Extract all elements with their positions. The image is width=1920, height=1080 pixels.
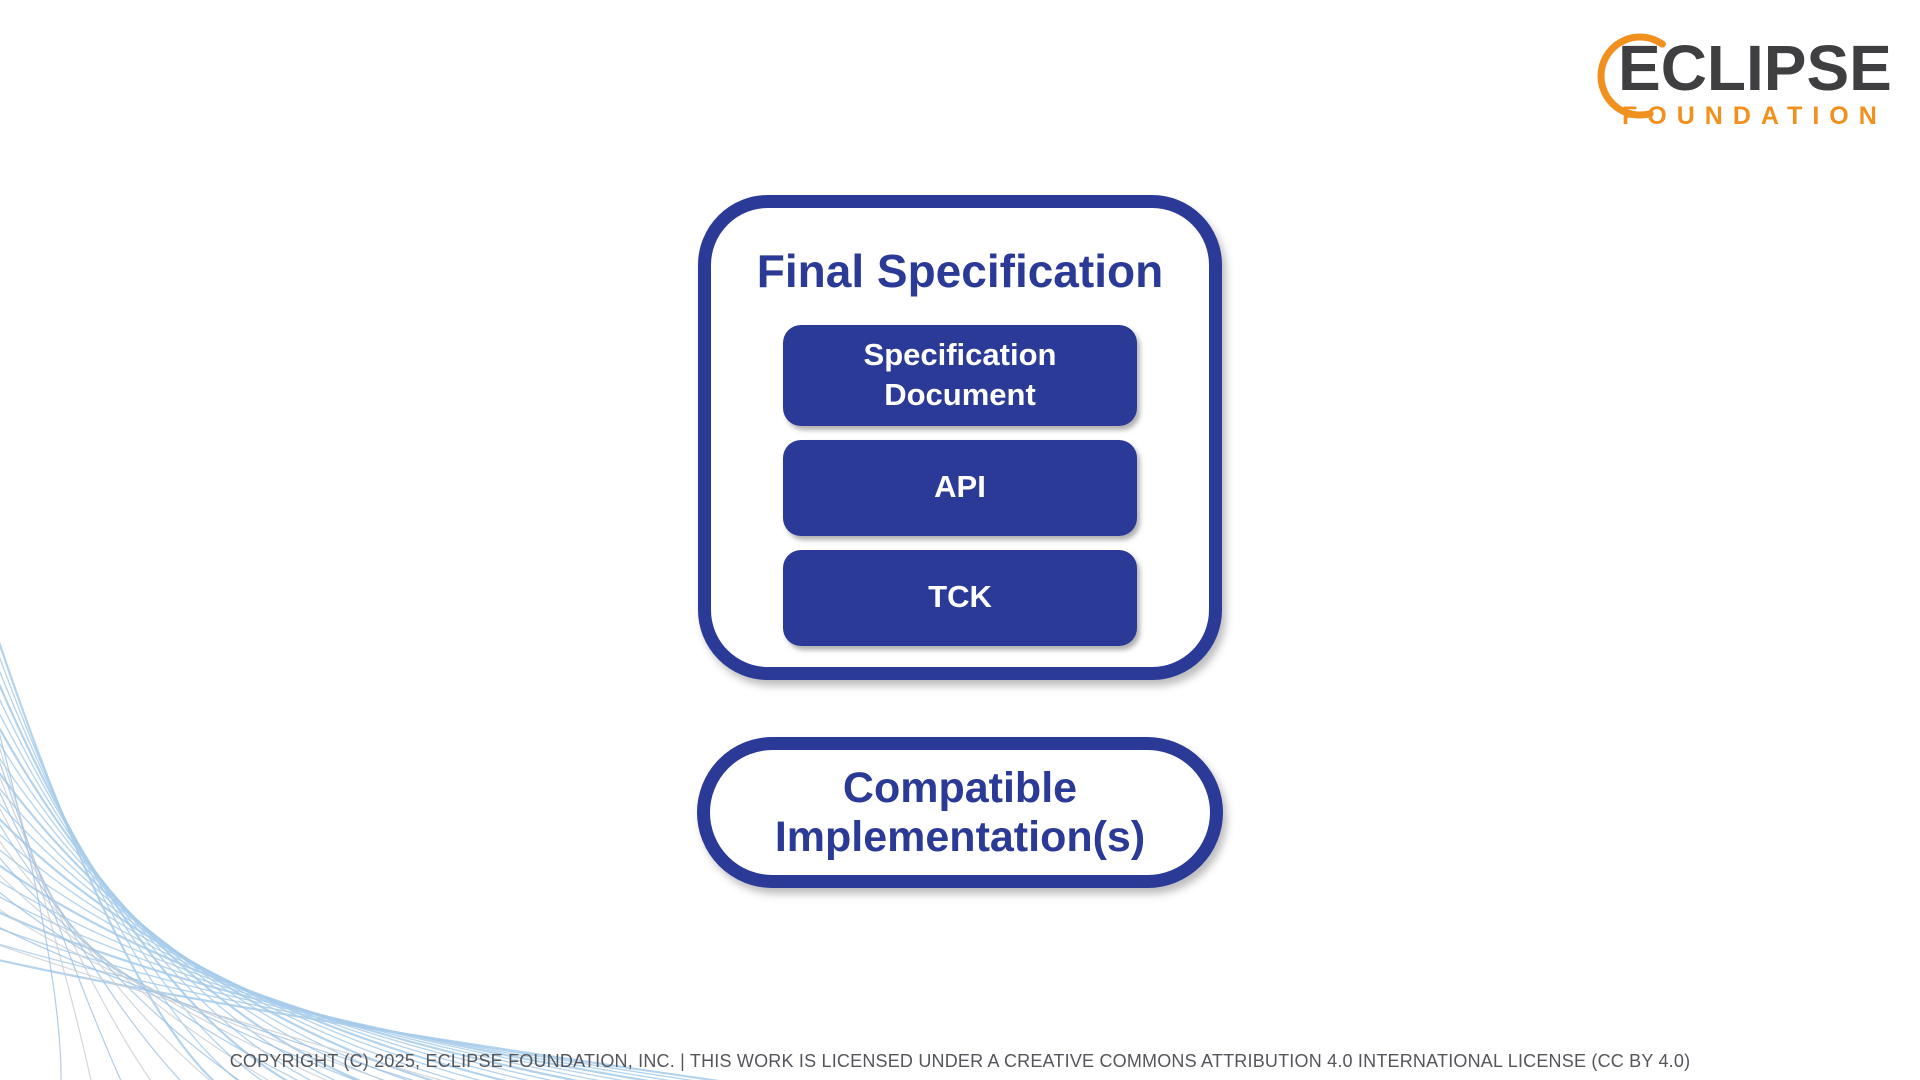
specification-document-box: Specification Document <box>783 325 1137 426</box>
api-label: API <box>934 469 986 505</box>
api-box: API <box>783 439 1137 536</box>
copyright-text: COPYRIGHT (C) 2025, ECLIPSE FOUNDATION, … <box>229 1051 1691 1071</box>
logo-brand-text: ECLIPSE <box>1618 32 1892 104</box>
compatible-implementations-label: Compatible Implementation(s) <box>774 764 1146 861</box>
eclipse-crescent-icon <box>1597 33 1666 119</box>
eclipse-foundation-logo: ECLIPSE FOUNDATION <box>1590 28 1910 148</box>
tck-box: TCK <box>783 549 1137 646</box>
specification-document-label: Specification Document <box>863 337 1057 413</box>
tck-label: TCK <box>928 579 992 615</box>
logo-subbrand-text: FOUNDATION <box>1622 102 1887 130</box>
compatible-implementations-pill: Compatible Implementation(s) <box>697 737 1223 888</box>
specification-component-stack: Specification Document API TCK <box>783 325 1137 646</box>
final-specification-container: Final Specification Specification Docume… <box>698 195 1222 680</box>
final-specification-title: Final Specification <box>756 245 1164 297</box>
